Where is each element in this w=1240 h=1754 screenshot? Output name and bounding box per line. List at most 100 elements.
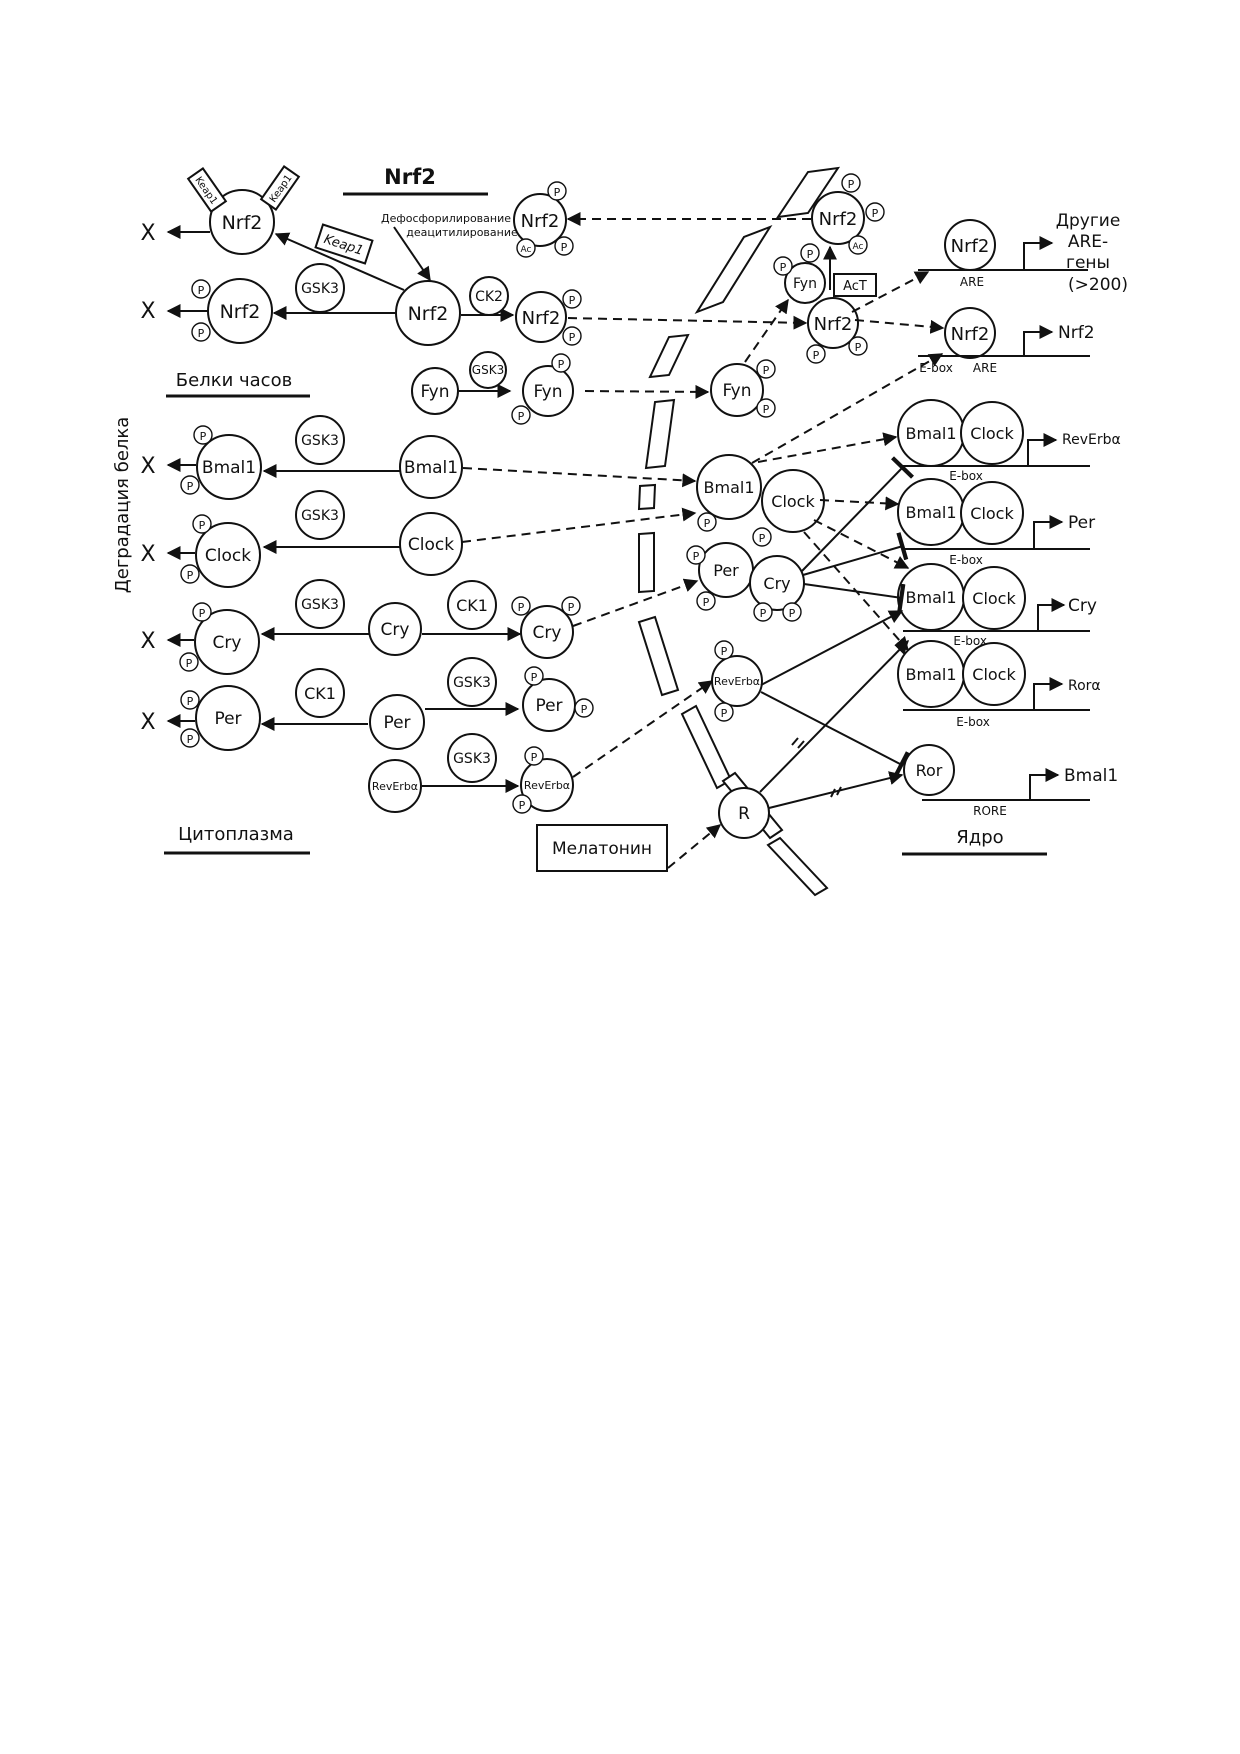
svg-text:P: P	[186, 657, 193, 670]
svg-text:P: P	[187, 569, 194, 582]
regulatory-lines	[759, 456, 915, 809]
nrf2-nuclear-phospho-acetyl: Nrf2 P P Ac	[811, 173, 885, 255]
gsk3-label: GSK3	[301, 281, 339, 297]
nucleus-label: Ядро	[956, 827, 1003, 848]
degraded-mark: X	[140, 454, 155, 479]
degraded-mark: X	[140, 629, 155, 654]
svg-text:Ac: Ac	[521, 245, 532, 255]
svg-text:P: P	[531, 751, 538, 764]
cry-phospho: Cry P P	[179, 602, 260, 675]
gsk3-label: GSK3	[301, 508, 339, 524]
clock-label: Clock	[970, 424, 1014, 443]
svg-text:P: P	[569, 331, 576, 344]
are-label: ARE	[960, 275, 984, 289]
fyn-label: Fyn	[420, 382, 449, 402]
ebox-label: E-box	[956, 715, 990, 729]
bmal1-phospho: Bmal1 P P	[180, 425, 262, 500]
promoter-nrf2: Nrf2 E-box ARE Nrf2	[918, 307, 1095, 375]
svg-text:P: P	[813, 349, 820, 362]
clock-label: Clock	[205, 546, 251, 566]
gene-label: Bmal1	[1064, 766, 1118, 786]
svg-text:P: P	[703, 596, 710, 609]
per-label: Per	[535, 696, 562, 716]
bmal1-label: Bmal1	[906, 665, 957, 684]
fyn-label: Fyn	[793, 276, 817, 292]
svg-text:P: P	[721, 645, 728, 658]
gsk3-label: GSK3	[472, 363, 504, 377]
ck2-label: CK2	[475, 289, 503, 305]
bmal1-label: Bmal1	[202, 458, 256, 478]
ror-nuclear: Ror	[903, 744, 955, 796]
svg-text:P: P	[759, 532, 766, 545]
cry-label: Cry	[533, 623, 562, 643]
fyn-membrane-phospho: Fyn P P	[710, 359, 776, 418]
svg-text:P: P	[763, 403, 770, 416]
nrf2-keap1-complex: Nrf2 Keap1 Keap1	[186, 165, 301, 255]
bmal1-label: Bmal1	[704, 478, 755, 497]
svg-text:P: P	[855, 341, 862, 354]
promoter-bmal1: RORE Bmal1	[922, 766, 1118, 818]
cry-label: Cry	[213, 633, 242, 653]
other-genes-line-3: гены	[1066, 253, 1110, 273]
nrf2-label: Nrf2	[222, 212, 263, 234]
fyn-label: Fyn	[722, 381, 751, 401]
per-cry-complex: Per Cry P P P P	[686, 542, 805, 622]
promoter-reverb: Bmal1 Clock E-box RevErbα	[897, 399, 1121, 483]
nrf2-central: Nrf2	[395, 280, 461, 346]
nrf2-label: Nrf2	[819, 209, 858, 230]
svg-text:P: P	[561, 241, 568, 254]
promoter-per: Bmal1 Clock E-box Per	[897, 478, 1095, 567]
svg-text:P: P	[187, 695, 194, 708]
svg-text:P: P	[581, 703, 588, 716]
promoter-rora: Bmal1 Clock E-box Rorα	[897, 640, 1101, 729]
nrf2-ck2-phospho: Nrf2 P P	[515, 289, 582, 346]
are-label: ARE	[973, 361, 997, 375]
svg-text:P: P	[198, 284, 205, 297]
degraded-mark: X	[140, 299, 155, 324]
other-genes-line-4: (>200)	[1068, 275, 1128, 295]
cytoplasm-label: Цитоплазма	[178, 824, 294, 845]
svg-text:P: P	[200, 430, 207, 443]
reverb-phospho: RevErbα P P	[512, 746, 574, 814]
bmal1-label: Bmal1	[906, 588, 957, 607]
rore-label: RORE	[973, 804, 1007, 818]
gene-label: Nrf2	[1058, 323, 1095, 343]
svg-text:P: P	[721, 707, 728, 720]
melatonin-box: Мелатонин	[536, 824, 668, 872]
gene-label: Cry	[1068, 596, 1097, 616]
cry-ck1-phospho: Cry P P	[511, 596, 581, 659]
receptor-label: R	[738, 804, 750, 824]
svg-text:P: P	[569, 294, 576, 307]
svg-text:P: P	[558, 358, 565, 371]
clock-proteins-heading: Белки часов	[176, 370, 292, 391]
nrf2-label: Nrf2	[522, 308, 561, 329]
per-label: Per	[713, 561, 739, 580]
bmal1-label: Bmal1	[906, 424, 957, 443]
svg-text:P: P	[199, 519, 206, 532]
ebox-label: E-box	[949, 553, 983, 567]
act-label: AcT	[843, 279, 867, 294]
reverb-label: RevErbα	[714, 675, 760, 688]
per-gsk3-phospho: Per P P	[522, 666, 594, 732]
cry-label: Cry	[381, 620, 410, 640]
reverb-label: RevErbα	[372, 780, 418, 793]
svg-text:P: P	[872, 207, 879, 220]
clock-label: Clock	[970, 504, 1014, 523]
gsk3-label: GSK3	[301, 597, 339, 613]
svg-text:P: P	[518, 410, 525, 423]
ck1-label: CK1	[456, 596, 488, 615]
svg-text:P: P	[554, 186, 561, 199]
ebox-label: E-box	[949, 469, 983, 483]
svg-text:P: P	[518, 601, 525, 614]
svg-text:P: P	[763, 364, 770, 377]
melatonin-receptor: R	[718, 787, 770, 839]
gene-label: Rorα	[1068, 678, 1101, 694]
clock-label: Clock	[972, 665, 1016, 684]
fyn-label: Fyn	[533, 382, 562, 402]
fyn-nuclear: Fyn P P	[773, 243, 826, 304]
translocation-arrows	[461, 212, 945, 869]
clock-label: Clock	[771, 492, 815, 511]
svg-text:P: P	[198, 327, 205, 340]
ck1-label: CK1	[304, 684, 336, 703]
